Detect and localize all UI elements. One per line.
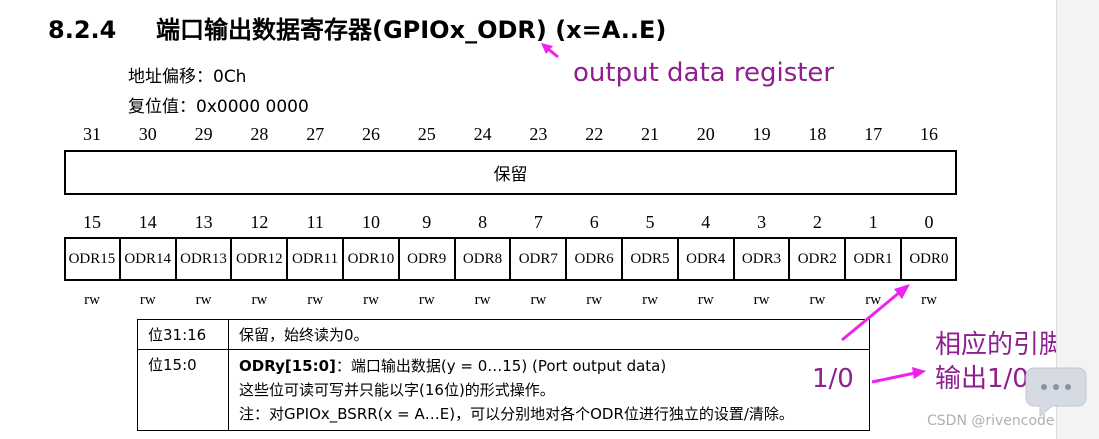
field-name: ODRy[15:0] <box>239 357 336 375</box>
upper-bit-number: 29 <box>194 124 213 144</box>
lower-bit-number: 1 <box>868 212 878 232</box>
lower-bit-number: 7 <box>533 212 543 232</box>
lower-bit-number: 11 <box>306 212 324 232</box>
upper-bit-number: 17 <box>864 124 883 144</box>
reserved-field: 保留 <box>64 150 957 195</box>
desc-cell: ODRy[15:0]：端口输出数据(y = 0…15) (Port output… <box>228 349 870 431</box>
upper-bit-number: 18 <box>808 124 827 144</box>
access-label: rw <box>809 292 826 308</box>
access-label: rw <box>642 292 658 308</box>
section-heading: 8.2.4 端口输出数据寄存器(GPIOx_ODR) (x=A..E) <box>48 10 666 45</box>
access-label: rw <box>307 292 324 308</box>
lower-bit-number: 4 <box>701 212 711 232</box>
access-label: rw <box>586 292 603 308</box>
upper-bit-number: 28 <box>250 124 269 144</box>
lower-bit-number: 13 <box>194 212 213 232</box>
arrow-to-pin-note-head <box>912 367 926 379</box>
access-label: rw <box>418 292 435 308</box>
access-label: rw <box>251 292 268 308</box>
upper-bit-number: 31 <box>83 124 101 144</box>
lower-bit-number: 14 <box>138 212 157 232</box>
bit-description-table: 位31:16 保留，始终读为0。 位15:0 ODRy[15:0]：端口输出数据… <box>137 319 870 431</box>
lower-bit-number: 6 <box>589 212 599 232</box>
access-label: rw <box>363 292 379 308</box>
access-label: rw <box>865 292 882 308</box>
field-desc: ：端口输出数据(y = 0…15) (Port output data) <box>335 357 667 375</box>
right-scrollbar[interactable] <box>1056 0 1099 439</box>
pin-annotation: 相应的引脚 输出1/0 <box>935 328 1065 396</box>
reset-value: 复位值：0x0000 0000 <box>128 97 309 117</box>
desc-line3: 注：对GPIOx_BSRR(x = A…E)，可以分别地对各个ODR位进行独立的… <box>239 405 794 423</box>
section-number: 8.2.4 <box>48 16 117 44</box>
upper-bit-number: 26 <box>362 124 380 144</box>
lower-bit-number: 10 <box>362 212 380 232</box>
access-label: rw <box>84 292 100 308</box>
upper-bit-number: 21 <box>641 124 659 144</box>
access-label: rw <box>195 292 212 308</box>
upper-bit-number: 25 <box>417 124 436 144</box>
address-offset: 地址偏移：0Ch <box>128 67 247 87</box>
pin-annotation-line1: 相应的引脚 <box>935 330 1066 360</box>
access-label: rw <box>474 292 491 308</box>
access-label: rw <box>139 292 156 308</box>
reserved-label: 保留 <box>493 165 528 184</box>
pin-annotation-line2: 输出1/0 <box>935 364 1029 394</box>
lower-bit-number: 8 <box>478 212 488 232</box>
access-label: rw <box>753 292 770 308</box>
bits-cell: 位15:0 <box>137 349 229 431</box>
arrow-to-odr0 <box>841 290 901 342</box>
register-annotation: output data register <box>573 58 835 88</box>
watermark: CSDN @rivencode <box>927 413 1055 429</box>
desc-line2: 这些位可读可写并只能以字(16位)的形式操作。 <box>239 381 555 399</box>
arrow-to-pin-note <box>871 371 916 384</box>
register-title: 端口输出数据寄存器(GPIOx_ODR) (x=A..E) <box>156 16 667 44</box>
upper-bit-number: 23 <box>529 124 548 144</box>
access-label: rw <box>921 292 937 308</box>
table-row: 位15:0 ODRy[15:0]：端口输出数据(y = 0…15) (Port … <box>137 349 870 431</box>
lower-bit-number: 5 <box>645 212 655 232</box>
lower-bit-number: 12 <box>250 212 269 232</box>
lower-bit-number: 9 <box>422 212 432 232</box>
upper-bit-number: 30 <box>138 124 157 144</box>
upper-bit-number: 19 <box>752 124 771 144</box>
lower-bit-number: 0 <box>924 212 934 232</box>
upper-bit-number: 20 <box>696 124 715 144</box>
chat-icon[interactable] <box>1020 362 1092 418</box>
lower-bit-number: 3 <box>757 212 767 232</box>
arrow-to-odr0-head <box>894 284 910 299</box>
upper-bit-number: 27 <box>306 124 325 144</box>
upper-bit-number: 16 <box>920 124 938 144</box>
upper-bit-number: 22 <box>585 124 604 144</box>
arrow-to-title-head <box>541 43 553 54</box>
lower-bit-number: 15 <box>83 212 101 232</box>
access-label: rw <box>697 292 714 308</box>
access-label: rw <box>530 292 547 308</box>
upper-bit-number: 24 <box>473 124 492 144</box>
lower-bit-number: 2 <box>812 212 822 232</box>
